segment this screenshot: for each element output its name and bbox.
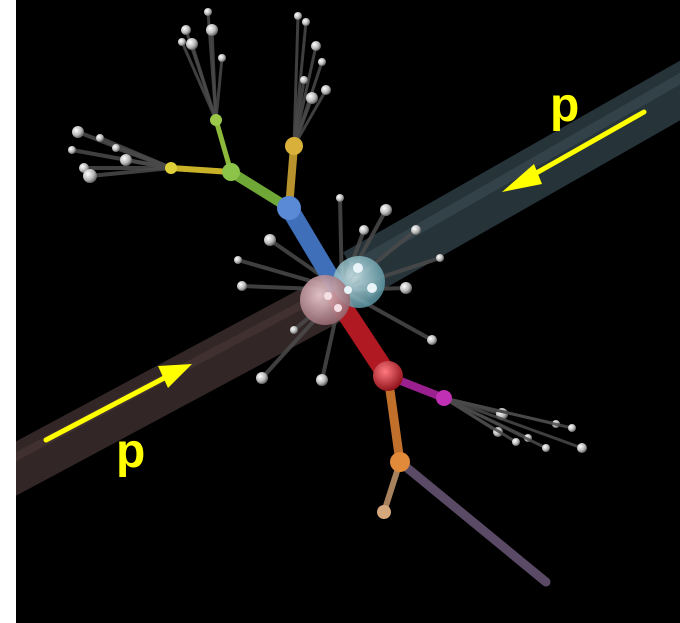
- event-display-panel: p p: [16, 0, 680, 623]
- node-tan: [377, 505, 391, 519]
- node-blue: [277, 196, 301, 220]
- spray-track-tip: [234, 256, 242, 264]
- jet-b-track-tip: [206, 24, 218, 36]
- jet-b-track-tip: [181, 25, 191, 35]
- node-magenta: [436, 390, 452, 406]
- spray-track-tip: [380, 204, 392, 216]
- spray-track-tip: [264, 234, 276, 246]
- spray-track-tip: [290, 326, 298, 334]
- spray-track-tip: [436, 254, 444, 262]
- jet-a-track-tip: [72, 126, 84, 138]
- jet-c-track-tip: [294, 12, 302, 20]
- jet-a-track-tip: [96, 134, 104, 142]
- spray-track-tip: [336, 194, 344, 202]
- vertex-dot: [344, 286, 352, 294]
- node-green: [222, 163, 240, 181]
- jet-c-track-tip: [311, 41, 321, 51]
- vertex-dot: [353, 263, 363, 273]
- beam-left: [16, 298, 334, 490]
- jet-d-track-line: [444, 398, 546, 448]
- jet-c-track-tip: [306, 92, 318, 104]
- jet-b-track-tip: [186, 38, 198, 50]
- jet-b-track-tip: [218, 54, 226, 62]
- spray-track-tip: [411, 225, 421, 235]
- jet-d-track-tip: [577, 443, 587, 453]
- proton-label-left: p: [116, 428, 145, 476]
- node-orange: [390, 452, 410, 472]
- spray-track-tip: [316, 374, 328, 386]
- jet-a-track-tip: [120, 154, 132, 166]
- jet-c-track-tip: [300, 76, 308, 84]
- node-gold: [285, 137, 303, 155]
- node-yellow: [165, 162, 177, 174]
- proton-label-right: p: [550, 82, 579, 130]
- jet-b-track-tip: [178, 38, 186, 46]
- spray-track-tip: [359, 225, 369, 235]
- vertex-dot: [324, 292, 332, 300]
- jet-d-track-line: [444, 398, 572, 428]
- vertices: [165, 114, 452, 519]
- track-lavender: [400, 462, 546, 582]
- spray-track-tip: [427, 335, 437, 345]
- spray-track-tip: [256, 372, 268, 384]
- node-green-top: [210, 114, 222, 126]
- collision-diagram: [16, 0, 680, 623]
- jet-a-track-tip: [83, 169, 97, 183]
- jet-b-track-tip: [204, 8, 212, 16]
- jet-b-track-line: [216, 58, 222, 120]
- spray-track-tip: [400, 282, 412, 294]
- vertex-pink: [300, 275, 350, 325]
- vertex-dot: [334, 304, 342, 312]
- jet-d-track-tip: [542, 444, 550, 452]
- jet-a-track-tip: [68, 146, 76, 154]
- track-yellow: [171, 168, 231, 172]
- node-red: [373, 361, 403, 391]
- jet-c-track-tip: [321, 85, 331, 95]
- jet-d-track-tip: [512, 438, 520, 446]
- spray-track-tip: [237, 281, 247, 291]
- vertex-dot: [367, 283, 377, 293]
- jet-d-track-tip: [568, 424, 576, 432]
- jet-a-track-tip: [112, 144, 120, 152]
- jet-c-track-tip: [318, 58, 326, 66]
- jet-c-track-tip: [302, 18, 310, 26]
